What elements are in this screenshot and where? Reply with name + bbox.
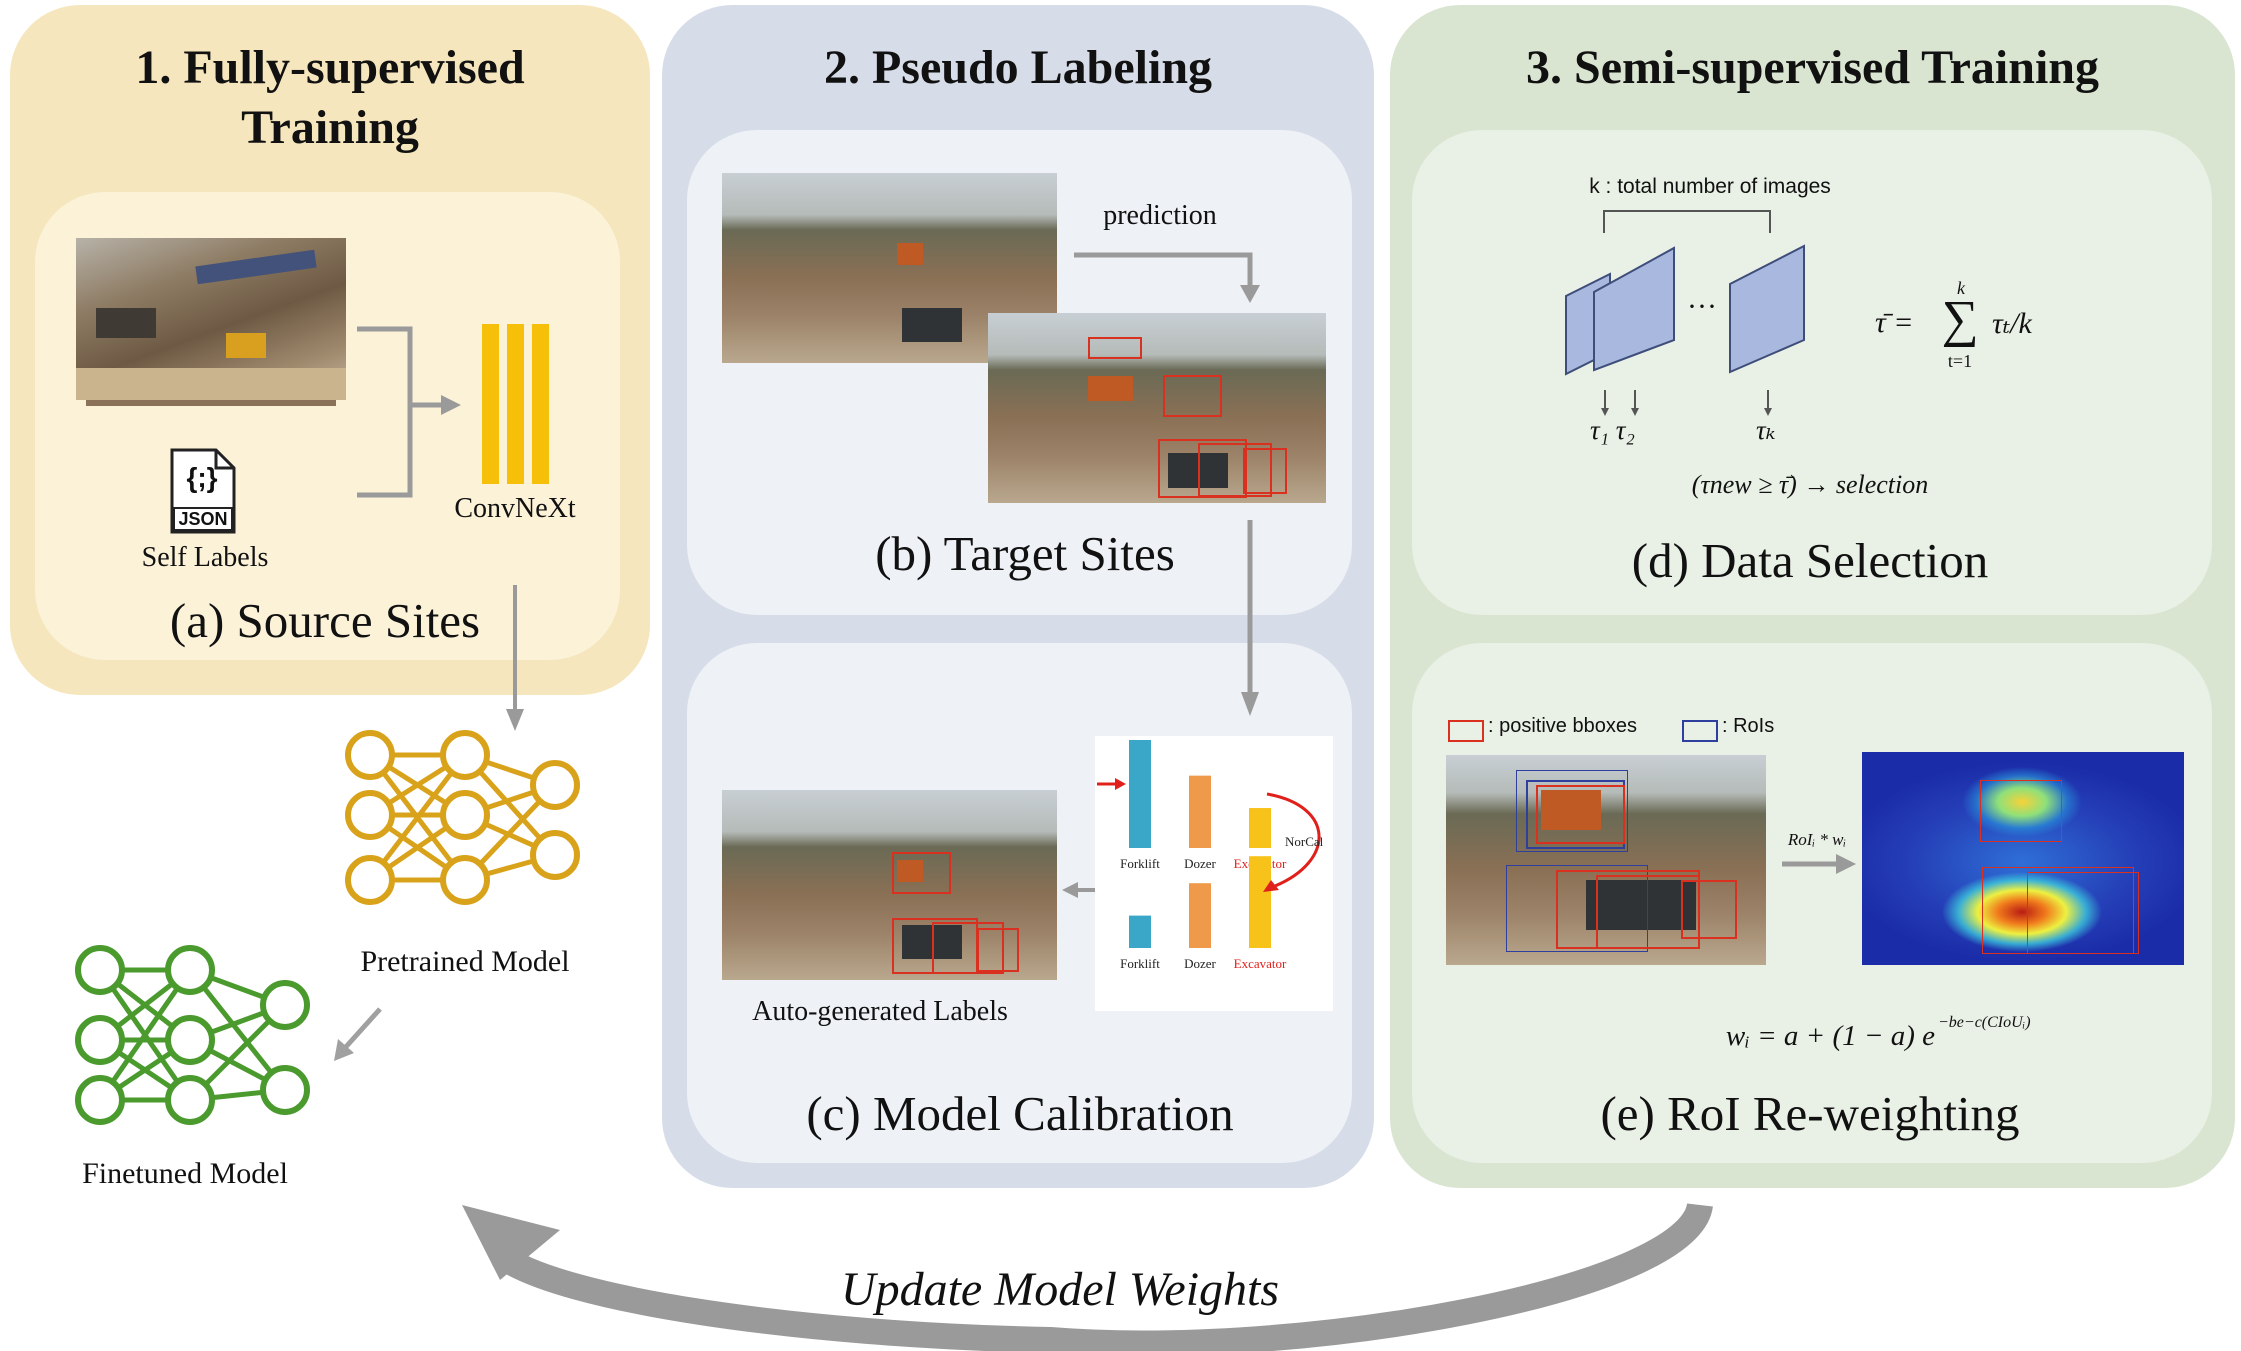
- convnext-block-3: [532, 324, 549, 484]
- tau-arrows: [1601, 390, 1772, 416]
- pretrained-network-icon: [345, 730, 580, 905]
- auto-generated-labels-label: Auto-generated Labels: [752, 996, 1008, 1027]
- pretrained-model-label: Pretrained Model: [360, 945, 570, 978]
- panel-2-title: 2. Pseudo Labeling: [823, 41, 1213, 94]
- source-image-front: [76, 238, 346, 400]
- model-calibration-caption: (c) Model Calibration: [806, 1086, 1234, 1141]
- arrow-to-finetuned: [334, 1007, 382, 1061]
- chart-top-label-forklift: Forklift: [1120, 856, 1160, 871]
- reweighting-caption: (e) RoI Re-weighting: [1600, 1086, 2020, 1141]
- convnext-label: ConvNeXt: [454, 493, 576, 524]
- tau-k-label: τₖ: [1756, 415, 1776, 445]
- prediction-arrow: [1074, 252, 1260, 303]
- chart-bottom-bar-forklift: [1129, 915, 1151, 948]
- target-sites-caption: (b) Target Sites: [875, 526, 1175, 581]
- json-brace-text: {;}: [186, 462, 218, 493]
- update-model-weights-label: Update Model Weights: [840, 1263, 1280, 1316]
- image-stack-ellipsis: ···: [1687, 290, 1717, 323]
- chart-top-bar-forklift: [1129, 740, 1151, 848]
- chart-top-label-dozer: Dozer: [1184, 856, 1216, 871]
- image-stack-icons: [1565, 244, 1805, 376]
- prediction-label: prediction: [1103, 200, 1217, 231]
- merge-connector: [357, 326, 461, 498]
- target-site-image-2: [988, 313, 1326, 503]
- tau-bar-rhs: τₜ/k: [1992, 307, 2032, 340]
- auto-labeled-image: [722, 790, 1057, 980]
- data-selection-caption: (d) Data Selection: [1631, 533, 1989, 588]
- sum-symbol: ∑: [1941, 291, 1979, 348]
- chart-bottom-bar-excavator: [1249, 856, 1271, 948]
- chart-bottom-bar-dozer: [1189, 883, 1211, 948]
- roi-weight-arrow-label: RoIᵢ * wᵢ: [1787, 830, 1847, 849]
- reweight-formula: wᵢ = a + (1 − a) e: [1725, 1020, 1935, 1052]
- source-sites-caption: (a) Source Sites: [169, 593, 481, 648]
- k-bracket: [1603, 210, 1771, 233]
- roi-boxes-image: [1446, 755, 1766, 965]
- chart-bottom-label-forklift: Forklift: [1120, 956, 1160, 971]
- arrow-to-calibration: [1241, 520, 1259, 716]
- json-file-icon: [170, 448, 236, 534]
- reweight-formula-exponent: −be−c(CIoUᵢ): [1938, 1014, 2031, 1031]
- target-site-image-1: [722, 173, 1057, 363]
- json-icon-label: JSON: [178, 509, 228, 529]
- arrow-to-pretrained: [506, 585, 524, 731]
- panel-3-title: 3. Semi-supervised Training: [1526, 41, 2099, 94]
- finetuned-model-label: Finetuned Model: [82, 1157, 288, 1190]
- norcal-curve-arrowhead: [1263, 880, 1279, 892]
- convnext-block-1: [482, 324, 499, 484]
- finetuned-network-icon: [75, 945, 310, 1125]
- sum-lower-limit: t=1: [1947, 351, 1973, 371]
- roi-legend-swatch: [1682, 720, 1718, 742]
- positive-bbox-legend-label: : positive bboxes: [1488, 715, 1637, 737]
- data-selection-box: [1412, 130, 2212, 615]
- norcal-label: NorCal: [1285, 834, 1324, 849]
- chart-bottom-label-dozer: Dozer: [1184, 956, 1216, 971]
- chart-bottom-label-excavator: Excavator: [1234, 956, 1287, 971]
- forklift-highlight-arrowhead: [1115, 778, 1126, 790]
- selection-rule: (τnew ≥ τ̄) → selection: [1691, 470, 1929, 499]
- sum-upper-limit: k: [1957, 278, 1965, 298]
- tau-1-2-label: τ₁ τ₂: [1590, 415, 1635, 445]
- norcal-curve-arrow: [1266, 792, 1321, 888]
- chart-top-bar-excavator: [1249, 808, 1271, 848]
- convnext-block-2: [507, 324, 524, 484]
- attention-heatmap: [1862, 752, 2184, 965]
- positive-bbox-legend-swatch: [1448, 720, 1484, 742]
- self-labels-label: Self Labels: [141, 542, 269, 573]
- k-total-images-label: k : total number of images: [1589, 175, 1831, 198]
- norcal-chart: ForkliftDozerExcavatorForkliftDozerExcav…: [1097, 740, 1324, 971]
- tau-bar-lhs: τ̄ =: [1875, 306, 1914, 339]
- chart-top-bar-dozer: [1189, 775, 1211, 848]
- roi-weight-arrow: [1782, 854, 1856, 874]
- panel-1-title: 1. Fully-supervised Training: [135, 41, 525, 154]
- roi-legend-label: : RoIs: [1722, 715, 1775, 737]
